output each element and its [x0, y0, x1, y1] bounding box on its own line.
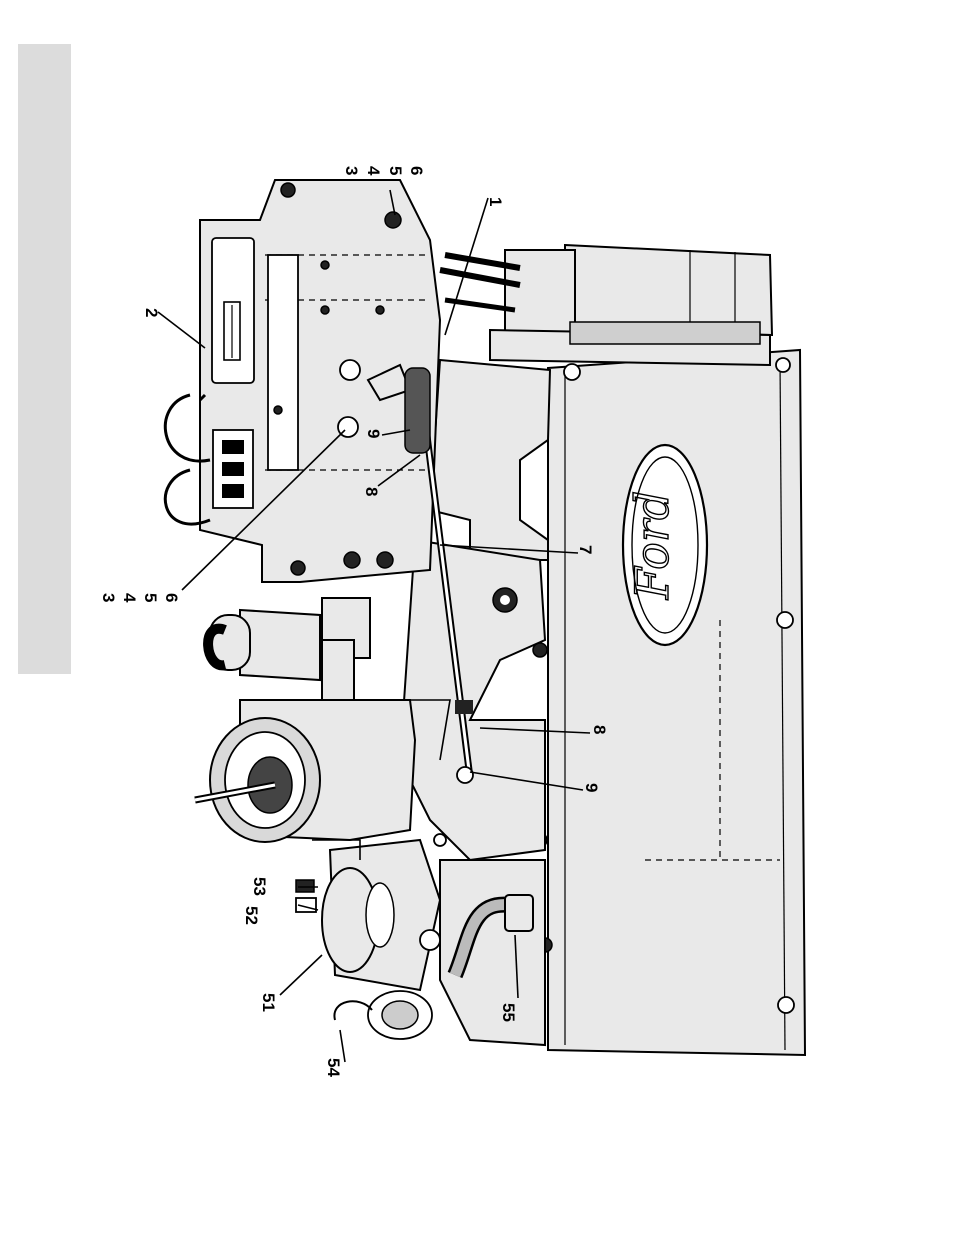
- fan-pulley: [490, 245, 772, 365]
- callout-5-left: 5: [141, 593, 160, 602]
- ford-logo-text: Ford: [625, 491, 679, 601]
- callout-55: 55: [499, 1003, 518, 1022]
- callout-4-top: 4: [364, 166, 383, 176]
- ford-logo: Ford: [623, 445, 707, 645]
- callout-53: 53: [250, 877, 269, 896]
- callout-51: 51: [259, 993, 278, 1012]
- callout-2: 2: [142, 308, 161, 317]
- callout-4-left: 4: [120, 593, 139, 603]
- callout-9-upper: 9: [364, 429, 383, 438]
- callout-54: 54: [324, 1058, 343, 1077]
- callout-52: 52: [242, 906, 261, 925]
- callout-1: 1: [486, 197, 505, 206]
- terminal-block: [213, 430, 253, 508]
- callout-7: 7: [576, 545, 595, 554]
- callout-6-top: 6: [407, 166, 426, 175]
- callout-3-top: 3: [342, 166, 361, 175]
- callout-3-left: 3: [99, 593, 118, 602]
- callout-9-lower: 9: [582, 783, 601, 792]
- callout-5-top: 5: [386, 166, 405, 175]
- callout-6-left: 6: [162, 593, 181, 602]
- callout-8-lower: 8: [590, 725, 609, 734]
- callout-8-upper: 8: [362, 487, 381, 496]
- governor-housing: [200, 180, 440, 582]
